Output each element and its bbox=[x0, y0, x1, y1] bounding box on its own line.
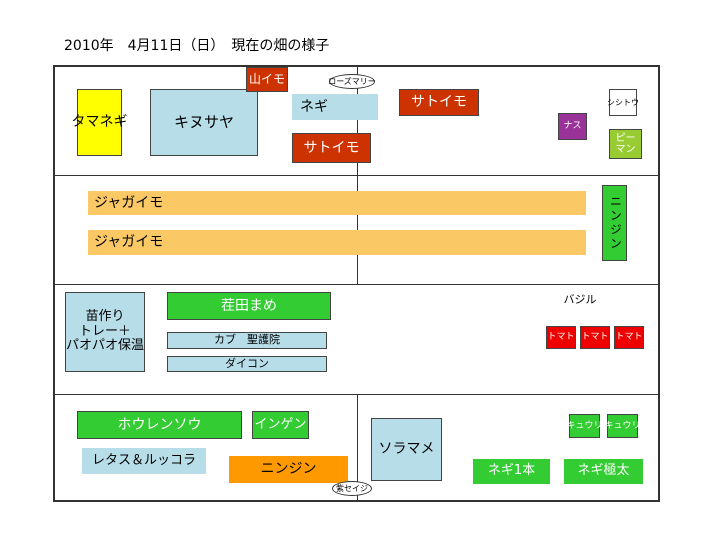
plot-kinusaya: キヌサヤ bbox=[150, 89, 258, 156]
plot-basil: バジル bbox=[563, 292, 597, 306]
plot-naeduke: 苗作り トレー＋ パオパオ保温 bbox=[65, 292, 145, 372]
plot-chadamame: 茬田まめ bbox=[167, 292, 331, 320]
divider-row-2 bbox=[53, 284, 660, 285]
plot-rosemary: ローズマリー bbox=[328, 74, 376, 89]
plot-tomato-1: トマト bbox=[546, 326, 576, 349]
divider-row-3 bbox=[53, 394, 660, 395]
plot-tomato-2: トマト bbox=[580, 326, 610, 349]
plot-horenso: ホウレンソウ bbox=[77, 411, 242, 439]
divider-center-upper bbox=[357, 65, 358, 284]
divider-row-1 bbox=[53, 175, 660, 176]
divider-center-lower bbox=[357, 394, 358, 502]
plot-daikon: ダイコン bbox=[167, 356, 327, 372]
page-title: 2010年 4月11日（日） 現在の畑の様子 bbox=[64, 38, 330, 54]
plot-ninjin-bottom: ニンジン bbox=[229, 456, 348, 483]
plot-piman: ピー マン bbox=[609, 129, 642, 159]
plot-soramame: ソラマメ bbox=[371, 418, 442, 481]
garden-frame bbox=[53, 65, 660, 502]
plot-lettuce: レタス＆ルッコラ bbox=[82, 448, 206, 474]
plot-shishito: シシトウ bbox=[607, 89, 639, 116]
plot-tomato-3: トマト bbox=[614, 326, 644, 349]
plot-jagaimo-2: ジャガイモ bbox=[88, 230, 586, 255]
plot-ninjin-vertical: ニンジン bbox=[602, 185, 627, 261]
plot-satoimo-2: サトイモ bbox=[292, 133, 371, 163]
plot-ingen: インゲン bbox=[252, 411, 309, 439]
plot-kyuri-2: キュウリ bbox=[605, 414, 641, 438]
plot-satoimo-1: サトイモ bbox=[399, 89, 479, 116]
plot-kabu: カブ 聖護院 bbox=[167, 332, 327, 349]
plot-kyuri-1: キュウリ bbox=[567, 414, 603, 438]
plot-shiso: 紫セイジ bbox=[332, 481, 372, 496]
plot-nasu: ナス bbox=[558, 113, 587, 140]
plot-tamanegi: タマネギ bbox=[72, 89, 128, 156]
plot-yamaimo: 山イモ bbox=[246, 67, 288, 92]
plot-jagaimo-1: ジャガイモ bbox=[88, 191, 586, 215]
plot-negi-1pon: ネギ1本 bbox=[473, 459, 550, 484]
plot-negi-gokubuto: ネギ極太 bbox=[564, 459, 643, 484]
plot-negi-top: ネギ bbox=[292, 94, 378, 120]
